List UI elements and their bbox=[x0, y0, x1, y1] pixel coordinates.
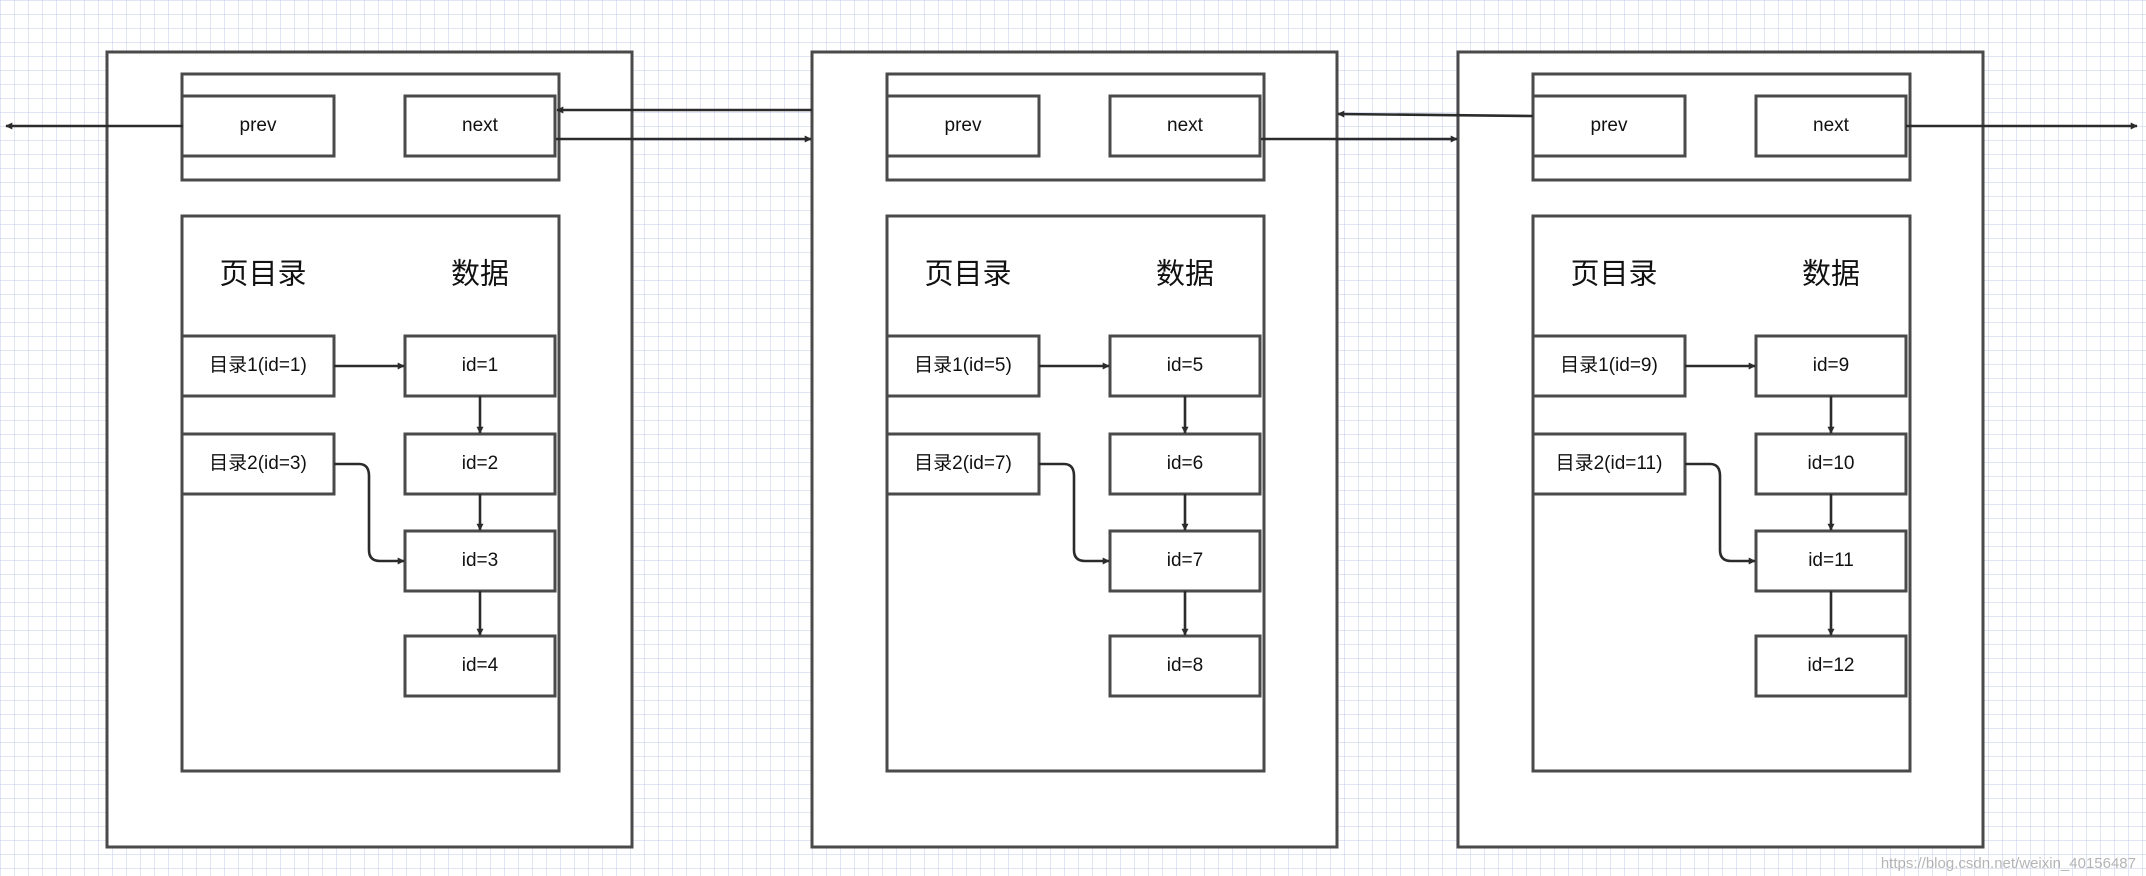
data-header: 数据 bbox=[451, 258, 509, 291]
page-directory-header: 页目录 bbox=[1570, 259, 1657, 291]
record-label: id=1 bbox=[462, 355, 498, 376]
directory-entry-label: 目录2(id=11) bbox=[1556, 453, 1663, 474]
directory-entry-label: 目录2(id=7) bbox=[914, 453, 1012, 474]
next-label: next bbox=[1167, 115, 1204, 136]
directory-entry-label: 目录1(id=1) bbox=[209, 355, 307, 376]
directory-entry-label: 目录1(id=5) bbox=[914, 355, 1012, 376]
record-label: id=3 bbox=[462, 550, 498, 571]
directory-pointer-arrow bbox=[334, 462, 405, 565]
directory-entry bbox=[1531, 432, 1687, 496]
next-pointer-box bbox=[1754, 94, 1908, 158]
page-directory-header: 页目录 bbox=[924, 259, 1011, 291]
record-label: id=5 bbox=[1167, 355, 1203, 376]
record-label: id=2 bbox=[462, 453, 498, 474]
record-label: id=9 bbox=[1813, 355, 1849, 376]
next-label: next bbox=[1813, 115, 1850, 136]
record-row bbox=[403, 529, 557, 593]
record-row bbox=[403, 334, 557, 398]
directory-pointer-arrow bbox=[1685, 462, 1756, 565]
next-label: next bbox=[462, 115, 499, 136]
record-row bbox=[1754, 432, 1908, 496]
watermark: https://blog.csdn.net/weixin_40156487 bbox=[1880, 855, 2136, 872]
directory-entry-label: 目录2(id=3) bbox=[209, 453, 307, 474]
prev-pointer-box bbox=[180, 94, 336, 158]
record-label: id=7 bbox=[1167, 550, 1203, 571]
record-label: id=10 bbox=[1807, 453, 1854, 474]
next-pointer-box bbox=[1108, 94, 1262, 158]
prev-pointer-box bbox=[885, 94, 1041, 158]
page-links bbox=[5, 106, 2138, 143]
record-row bbox=[1754, 334, 1908, 398]
directory-pointer-arrow bbox=[1039, 462, 1110, 565]
page-directory-header: 页目录 bbox=[219, 259, 306, 291]
directory-entry bbox=[885, 432, 1041, 496]
prev-label: prev bbox=[945, 115, 982, 136]
record-row bbox=[403, 634, 557, 698]
data-header: 数据 bbox=[1156, 258, 1214, 291]
record-row bbox=[1108, 634, 1262, 698]
page3-prev-to-page2-arrow bbox=[1337, 110, 1534, 118]
directory-entry-label: 目录1(id=9) bbox=[1560, 355, 1658, 376]
record-row bbox=[1108, 334, 1262, 398]
prev-label: prev bbox=[1591, 115, 1628, 136]
directory-entry bbox=[1531, 334, 1687, 398]
record-label: id=11 bbox=[1808, 550, 1854, 571]
directory-entry bbox=[180, 334, 336, 398]
next-pointer-box bbox=[403, 94, 557, 158]
prev-pointer-box bbox=[1531, 94, 1687, 158]
record-label: id=12 bbox=[1807, 655, 1854, 676]
record-row bbox=[1108, 529, 1262, 593]
record-label: id=4 bbox=[462, 655, 499, 676]
directory-entry bbox=[180, 432, 336, 496]
record-label: id=8 bbox=[1167, 655, 1203, 676]
record-row bbox=[1754, 634, 1908, 698]
record-row bbox=[1108, 432, 1262, 496]
record-label: id=6 bbox=[1167, 453, 1203, 474]
prev-label: prev bbox=[240, 115, 277, 136]
data-header: 数据 bbox=[1802, 258, 1860, 291]
